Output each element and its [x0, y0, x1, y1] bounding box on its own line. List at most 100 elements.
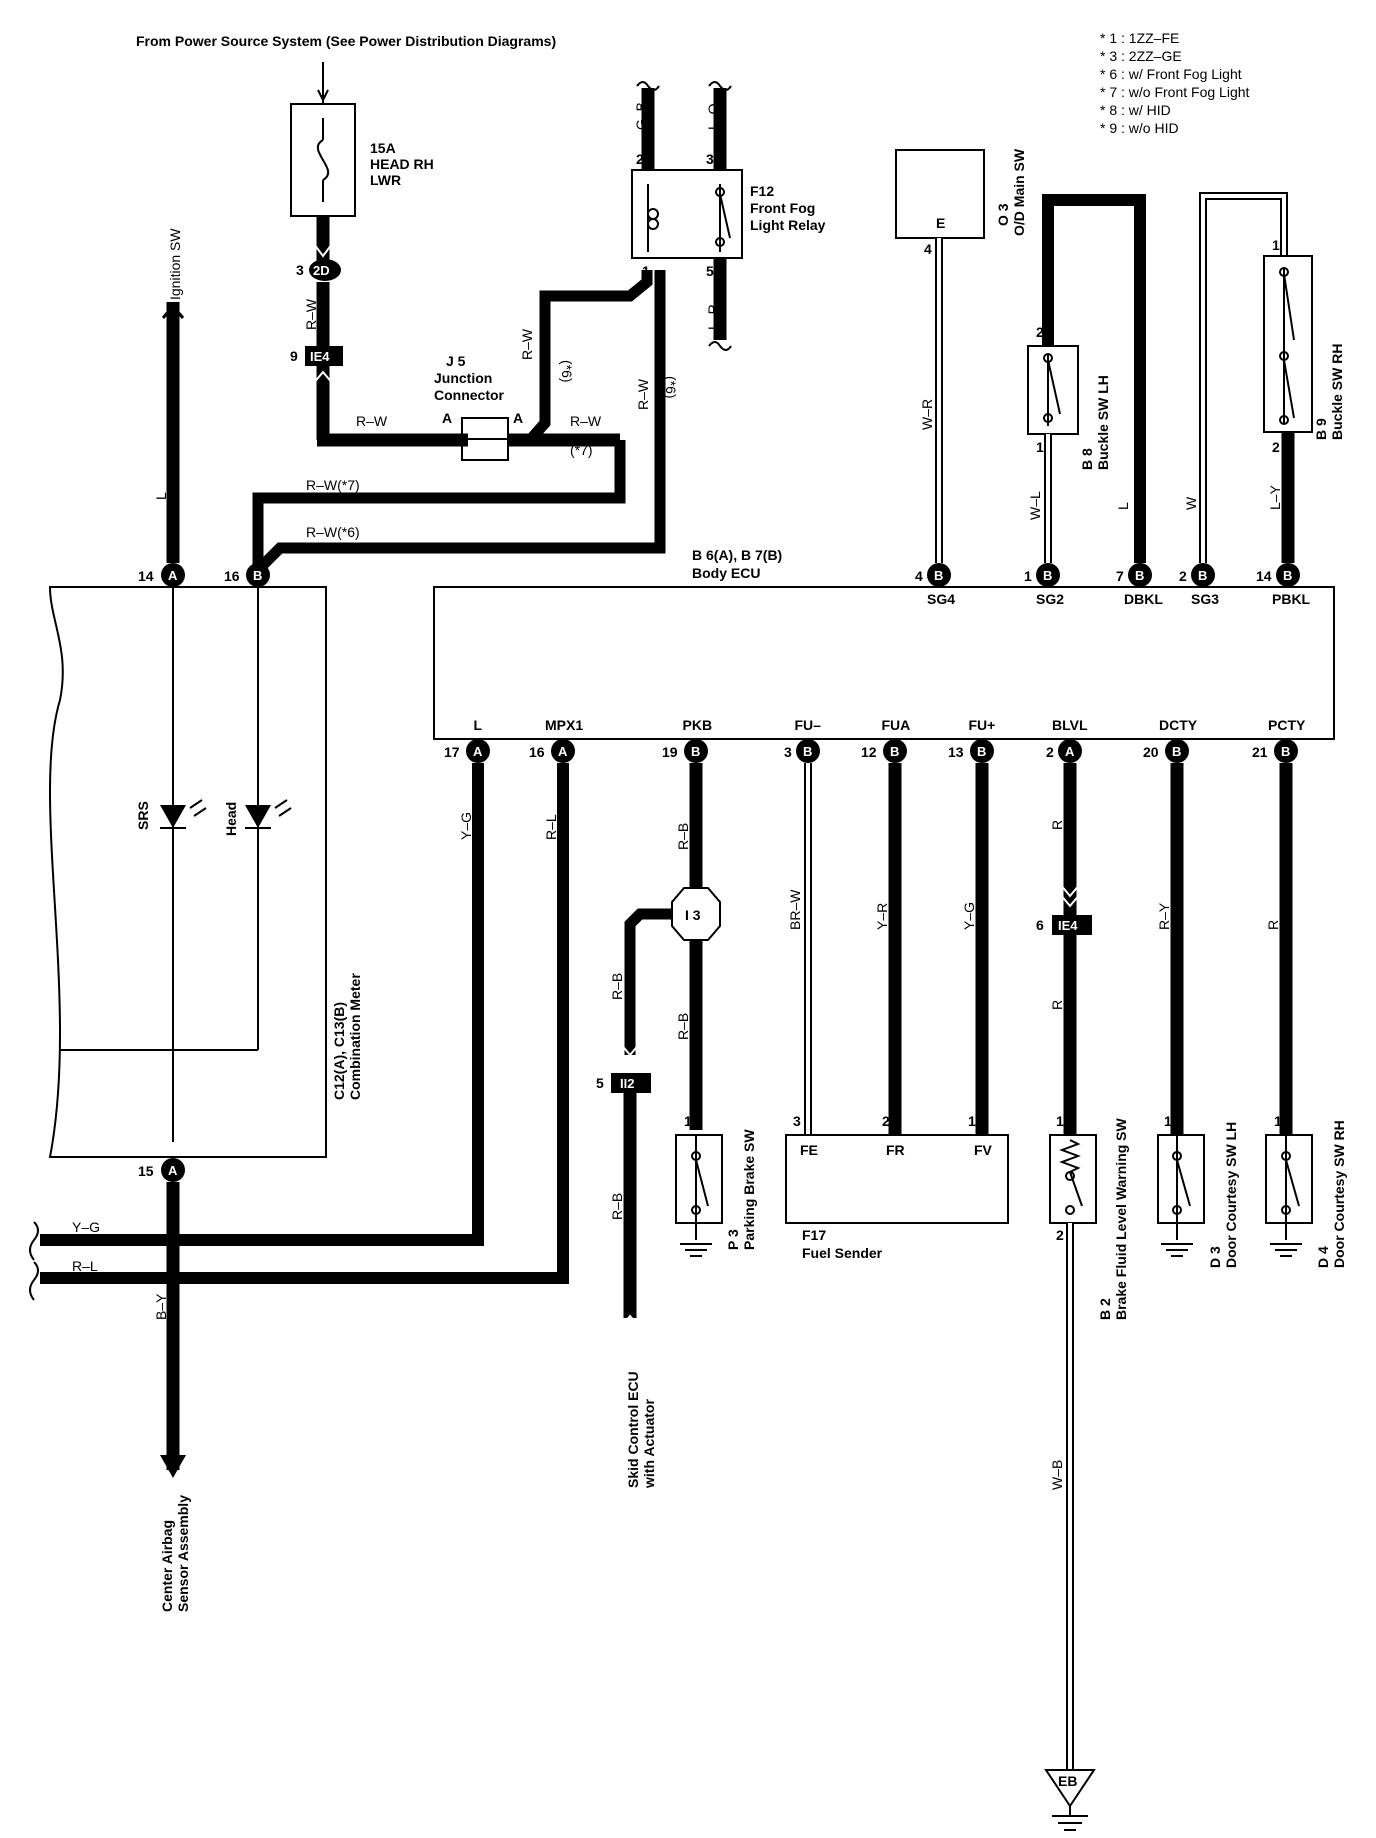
svg-text:Light Relay: Light Relay — [750, 217, 826, 233]
svg-text:B–Y: B–Y — [153, 1293, 169, 1320]
svg-text:2: 2 — [1272, 439, 1280, 455]
svg-text:1: 1 — [1272, 237, 1280, 253]
svg-text:A: A — [513, 410, 523, 426]
svg-text:Buckle SW RH: Buckle SW RH — [1329, 344, 1345, 440]
svg-text:O 3: O 3 — [995, 203, 1011, 226]
svg-text:3: 3 — [706, 151, 714, 167]
svg-text:14: 14 — [138, 568, 154, 584]
svg-text:R: R — [1265, 920, 1281, 930]
fuse-amp: 15A — [370, 140, 396, 156]
ecu-bottom-pins: A17LA16MPX1B19PKBB3FU–B12FUAB13FU+A2BLVL… — [444, 717, 1306, 763]
svg-text:L: L — [153, 492, 169, 500]
svg-text:7: 7 — [1116, 568, 1124, 584]
svg-text:A: A — [473, 744, 483, 759]
svg-text:II2: II2 — [620, 1076, 634, 1091]
svg-text:BR–W: BR–W — [787, 889, 803, 930]
od-main-sw: E 4 W–R O 3 O/D Main SW — [895, 148, 1027, 563]
front-fog-light-relay: G–B L–O 2 3 1 5 L–R F12 Front Fog Light … — [631, 81, 826, 351]
svg-text:Fuel Sender: Fuel Sender — [802, 1245, 883, 1261]
svg-text:R–L: R–L — [72, 1258, 98, 1274]
svg-text:with Actuator: with Actuator — [641, 1399, 657, 1489]
svg-text:R: R — [1049, 1000, 1065, 1010]
svg-text:15: 15 — [138, 1163, 154, 1179]
svg-text:W: W — [1183, 496, 1199, 510]
svg-text:B: B — [1198, 568, 1207, 583]
fuse-15a: 15A HEAD RH LWR — [290, 62, 434, 217]
svg-text:Y–R: Y–R — [874, 903, 890, 930]
svg-text:Buckle SW LH: Buckle SW LH — [1095, 375, 1111, 470]
body-ecu: B 6(A), B 7(B) Body ECU — [433, 547, 1335, 740]
junction-connector-j5: A A J 5 Junction Connector — [434, 353, 523, 461]
svg-text:Connector: Connector — [434, 387, 505, 403]
svg-text:13: 13 — [948, 744, 964, 760]
parking-brake-circuit: R–B I 3 R–B R–B II2 5 R–B Skid Control E… — [596, 763, 757, 1489]
svg-text:2: 2 — [1046, 744, 1054, 760]
svg-text:Combination Meter: Combination Meter — [347, 973, 363, 1100]
legend-item: * 1 : 1ZZ–FE — [1100, 30, 1179, 46]
svg-text:J 5: J 5 — [446, 353, 466, 369]
svg-text:B 8: B 8 — [1079, 448, 1095, 470]
buckle-sw-rh: 1 2 W L–Y B 9 Buckle SW RH — [1183, 192, 1345, 563]
fuse-name2: LWR — [370, 172, 401, 188]
svg-text:5: 5 — [706, 263, 714, 279]
svg-text:DBKL: DBKL — [1124, 591, 1163, 607]
svg-text:Y–G: Y–G — [458, 812, 474, 840]
svg-text:R–B: R–B — [609, 973, 625, 1000]
svg-text:(*6): (*6) — [559, 360, 575, 383]
ignition-sw-wire: Ignition SW L — [153, 228, 185, 563]
svg-text:A: A — [558, 744, 568, 759]
svg-text:MPX1: MPX1 — [545, 717, 583, 733]
svg-text:A: A — [442, 410, 452, 426]
svg-text:R: R — [1049, 820, 1065, 830]
svg-text:Ignition SW: Ignition SW — [167, 228, 183, 300]
legend-item: * 6 : w/ Front Fog Light — [1100, 66, 1242, 82]
svg-text:FV: FV — [974, 1142, 993, 1158]
svg-text:FU+: FU+ — [969, 717, 996, 733]
svg-text:(*7): (*7) — [570, 442, 593, 458]
svg-text:B 9: B 9 — [1313, 418, 1329, 440]
svg-text:A: A — [168, 568, 178, 583]
svg-text:A: A — [168, 1163, 178, 1178]
brake-fluid-circuit: R IE4 6 R 1 2 W–B B 2 Brake Fluid Level … — [1036, 763, 1129, 1831]
svg-text:P 3: P 3 — [725, 1229, 741, 1250]
legend-item: * 9 : w/o HID — [1100, 120, 1179, 136]
svg-text:L–O: L–O — [705, 103, 721, 130]
svg-text:Door Courtesy SW LH: Door Courtesy SW LH — [1223, 1122, 1239, 1268]
svg-text:B: B — [934, 568, 943, 583]
ecu-pin-fu: B 13 FU+ — [948, 717, 995, 763]
svg-text:3: 3 — [296, 262, 304, 278]
svg-text:2: 2 — [1056, 1227, 1064, 1243]
legend-item: * 7 : w/o Front Fog Light — [1100, 84, 1250, 100]
svg-text:Parking Brake SW: Parking Brake SW — [741, 1129, 757, 1250]
svg-text:20: 20 — [1143, 744, 1159, 760]
svg-text:R–B: R–B — [609, 1193, 625, 1220]
svg-text:9: 9 — [290, 348, 298, 364]
svg-text:R–W: R–W — [635, 378, 651, 410]
svg-text:B: B — [803, 744, 812, 759]
svg-text:2: 2 — [882, 1113, 890, 1129]
fuel-sender: BR–W Y–R Y–G 3 2 1 FE FR FV F17 Fuel Sen… — [785, 763, 1009, 1261]
svg-text:B: B — [977, 744, 986, 759]
svg-text:A: A — [1065, 744, 1075, 759]
svg-text:1: 1 — [1024, 568, 1032, 584]
svg-text:PCTY: PCTY — [1268, 717, 1306, 733]
svg-text:IE4: IE4 — [1058, 918, 1078, 933]
svg-text:FU–: FU– — [795, 717, 822, 733]
svg-text:C12(A), C13(B): C12(A), C13(B) — [331, 1002, 347, 1100]
svg-text:R–W: R–W — [356, 413, 388, 429]
power-source-label: From Power Source System (See Power Dist… — [136, 33, 556, 49]
svg-text:1: 1 — [1164, 1113, 1172, 1129]
svg-text:SRS: SRS — [135, 801, 151, 830]
svg-text:Y–G: Y–G — [961, 902, 977, 930]
svg-text:4: 4 — [924, 241, 932, 257]
svg-text:O/D Main SW: O/D Main SW — [1011, 148, 1027, 236]
svg-text:B: B — [890, 744, 899, 759]
svg-text:R–W(*6): R–W(*6) — [306, 524, 360, 540]
